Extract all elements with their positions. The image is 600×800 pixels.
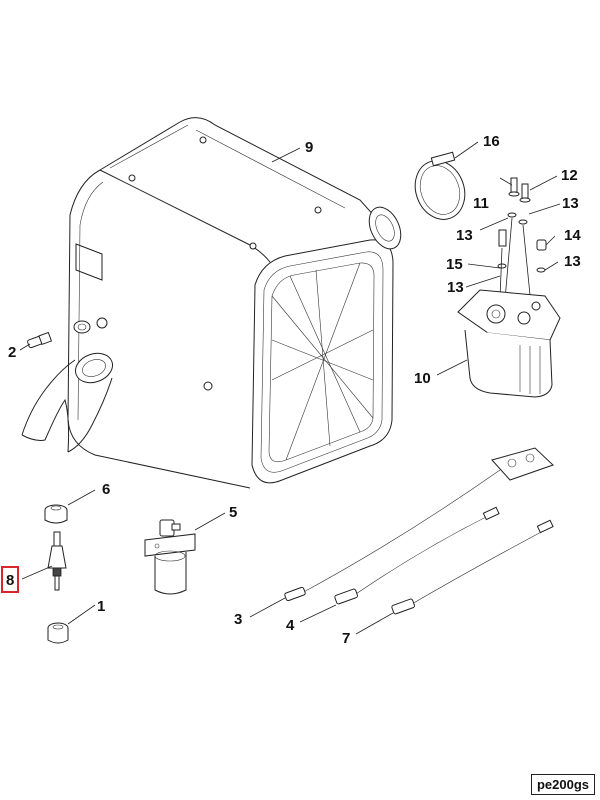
callout-2: 2 — [8, 344, 16, 361]
callout-6: 6 — [102, 481, 110, 498]
drawing-code-box: pe200gs — [531, 774, 595, 795]
callout-1: 1 — [97, 598, 105, 615]
callout-3: 3 — [234, 611, 242, 628]
callout-13-a: 13 — [562, 195, 579, 212]
leader-lines — [67, 141, 561, 635]
muffler-housing — [21, 117, 402, 489]
callout-11: 11 — [473, 195, 489, 212]
callout-13-c: 13 — [564, 253, 581, 270]
callout-14: 14 — [564, 227, 581, 244]
clamp-part-16 — [414, 151, 466, 220]
fittings-group — [497, 177, 547, 301]
callout-10: 10 — [414, 370, 431, 387]
callout-15: 15 — [446, 256, 463, 273]
dosing-module-part-10 — [457, 289, 561, 398]
callout-7: 7 — [342, 630, 350, 647]
callout-12: 12 — [561, 167, 578, 184]
filter-part-5 — [144, 519, 196, 595]
callout-labels: 9 16 12 11 13 13 14 15 13 13 10 2 6 5 8 … — [6, 133, 581, 647]
callout-13-d: 13 — [447, 279, 464, 296]
sensor-part-2 — [19, 331, 53, 351]
callout-13-b: 13 — [456, 227, 473, 244]
sensor-part-8 — [21, 531, 67, 591]
callout-16: 16 — [483, 133, 500, 150]
nut-part-1 — [47, 622, 69, 644]
callout-4: 4 — [286, 617, 295, 634]
callout-8: 8 — [6, 572, 14, 589]
nut-part-6 — [44, 504, 68, 524]
selected-callout-highlight[interactable] — [1, 566, 19, 593]
callout-5: 5 — [229, 504, 237, 521]
callout-9: 9 — [305, 139, 313, 156]
wiring-harness — [284, 447, 554, 615]
